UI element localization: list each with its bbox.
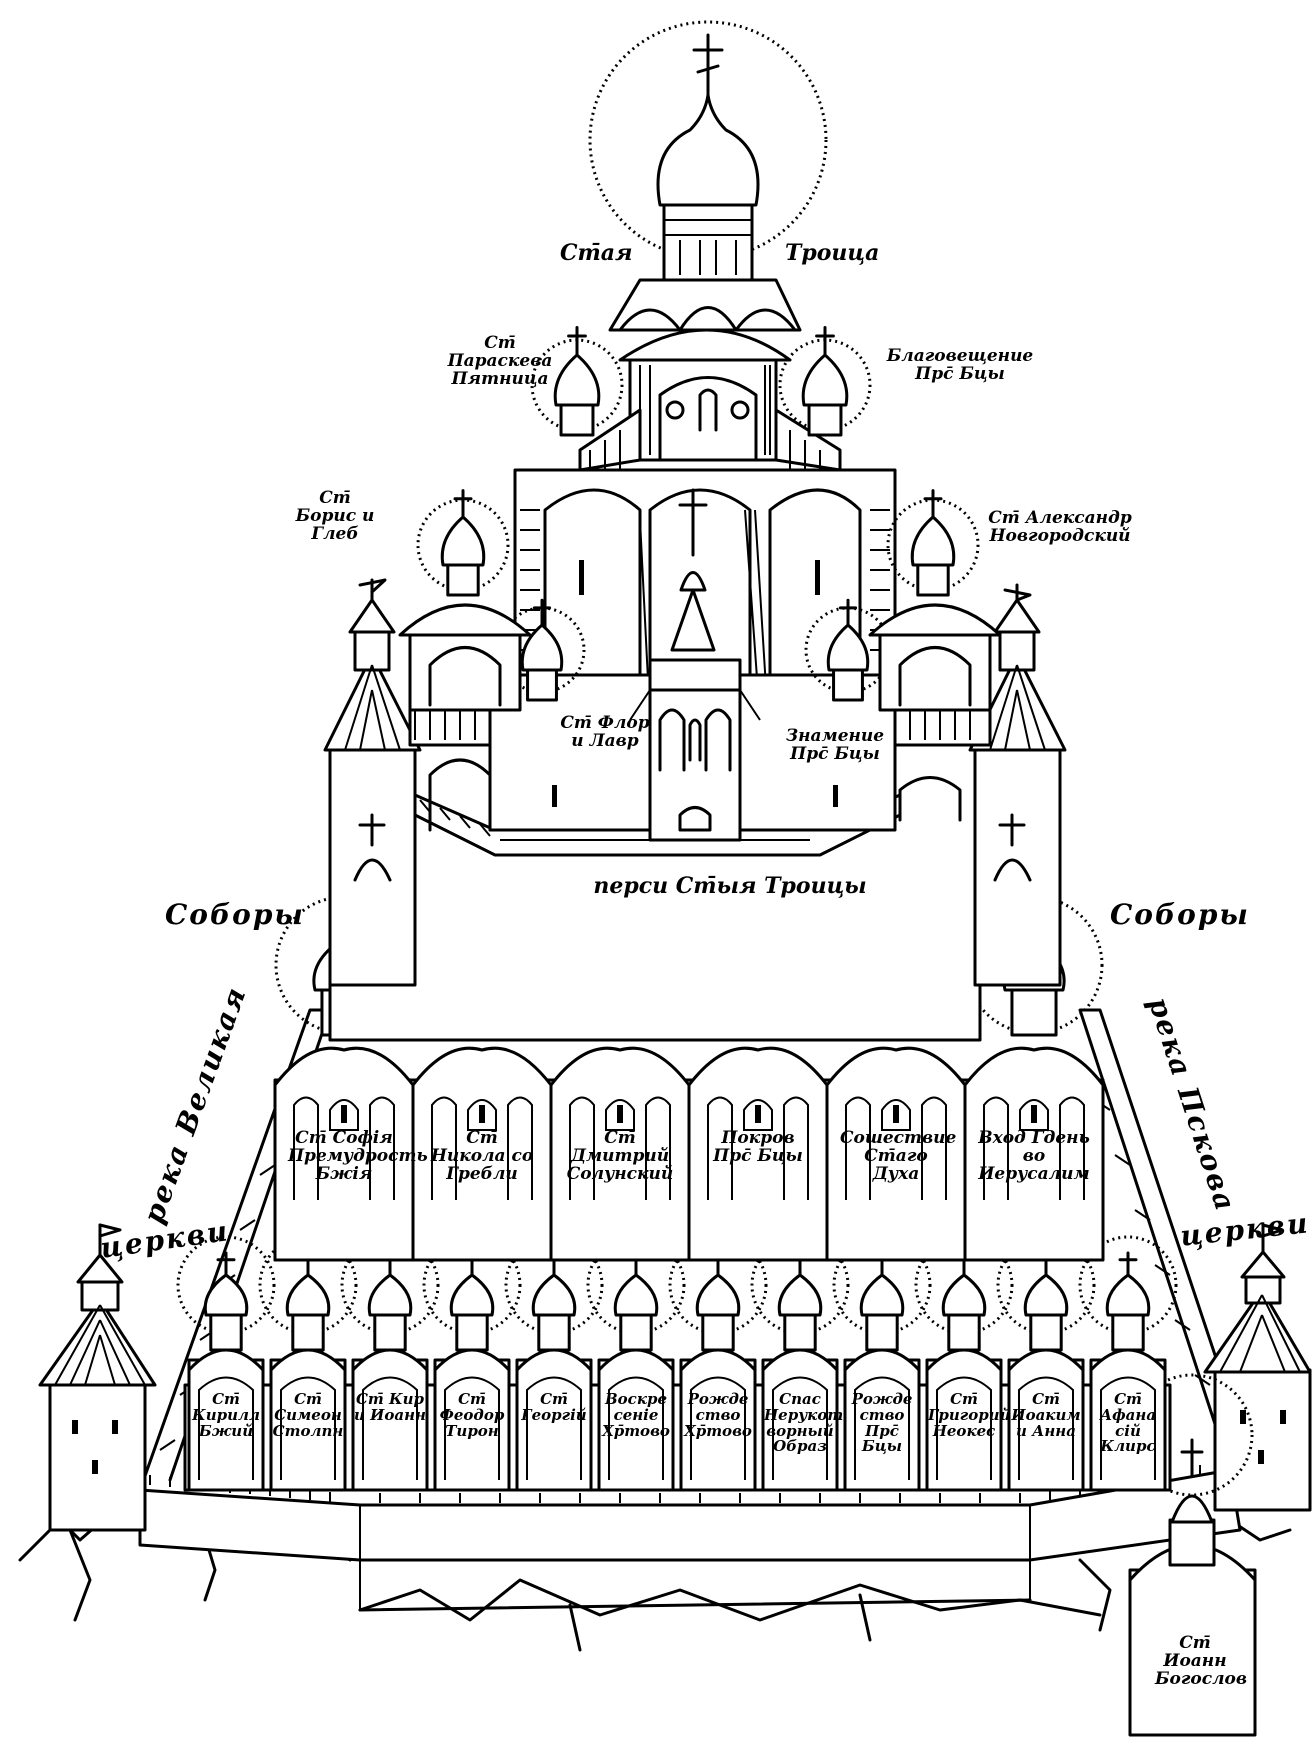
church-label-12: Ст̄ Афана сій Клирс (1099, 1390, 1157, 1456)
church-2 (258, 1235, 358, 1492)
label-sobory-right: Соборы (1110, 898, 1250, 931)
outer-wall (138, 1008, 1252, 1612)
sobor-label-6: Вход Гдень во Иерусалим (978, 1128, 1090, 1184)
label-ioann: Ст̄ Иоанн Богослов (1155, 1633, 1248, 1689)
church-12 (1078, 1235, 1178, 1492)
church-label-7: Рожде ство Хр̄тово (684, 1390, 752, 1440)
sobor-label-5: Сошествие Ст̄аго Духа (840, 1128, 957, 1184)
sobor-label-2: Ст̄ Никола со Гребли (430, 1128, 534, 1184)
label-paraskeva: Ст̄ Параскева Пятница (447, 333, 553, 389)
church-label-6: Воскре сеніе Хр̄тово (602, 1390, 670, 1440)
label-sv-troitsa-left: Ст̄ая (560, 240, 633, 266)
label-znamenie: Знамение Прс̄ Бцы (785, 726, 885, 764)
tower-bottom-left (38, 1223, 157, 1532)
label-boris-gleb: Ст̄ Борис и Глеб (295, 488, 375, 544)
church-label-5: Ст̄ Георгій (521, 1390, 587, 1424)
church-4 (422, 1235, 522, 1492)
church-label-8: Спас Нерукот ворный Образ (764, 1390, 844, 1456)
sobor-label-4: Покров Прс̄ Бцы (713, 1128, 803, 1166)
church-3 (340, 1235, 440, 1492)
label-flor-lavr: Ст̄ Флор и Лавр (560, 713, 650, 751)
church-boris-gleb-body (398, 603, 532, 712)
church-7 (668, 1235, 768, 1492)
sobor-label-1: Ст̄ Софія Премудрость Бжія (288, 1128, 428, 1184)
church-11 (996, 1235, 1096, 1492)
label-aleksandr: Ст̄ Александр Новгородский (988, 508, 1132, 546)
church-label-10: Ст̄ Григорий Неокес (928, 1390, 1011, 1440)
label-persi-troitsy: перси Ст̄ыя Троицы (593, 873, 867, 899)
church-label-11: Ст̄ Иоаким и Анна (1011, 1390, 1081, 1440)
church-label-2: Ст̄ Симеон Столпн (272, 1390, 344, 1440)
church-5 (504, 1235, 604, 1492)
church-label-9: Рожде ство Прс̄ Бцы (851, 1390, 913, 1456)
upper-domes (398, 326, 1002, 712)
label-sobory-left: Соборы (165, 898, 305, 931)
central-cathedral (488, 20, 897, 842)
label-blagoveshchenie: Благовещение Прс̄ Бцы (886, 346, 1034, 384)
dome-aleksandr (886, 489, 980, 597)
sobor-label-3: Ст̄ Дмитрий Солунский (566, 1128, 674, 1184)
dome-flor-lavr (498, 598, 586, 702)
dome-boris-gleb (416, 489, 510, 597)
chapel-ioann (1128, 1373, 1257, 1737)
label-sv-troitsa-right: Троица (785, 240, 880, 266)
tower-bottom-right (1203, 1223, 1312, 1512)
church-label-3: Ст̄ Кир и Иоанн (354, 1390, 426, 1424)
church-1 (176, 1235, 276, 1492)
church-label-1: Ст̄ Кирилл Бжий (192, 1390, 260, 1440)
church-6 (586, 1235, 686, 1492)
church-aleksandr-body (868, 603, 1002, 712)
lower-churches-row (176, 1235, 1178, 1492)
church-label-4: Ст̄ Феодор Тирон (439, 1390, 505, 1440)
dome-blagoveshchenie (778, 326, 872, 437)
church-8 (750, 1235, 850, 1492)
church-10 (914, 1235, 1014, 1492)
dome-paraskeva (530, 326, 624, 437)
